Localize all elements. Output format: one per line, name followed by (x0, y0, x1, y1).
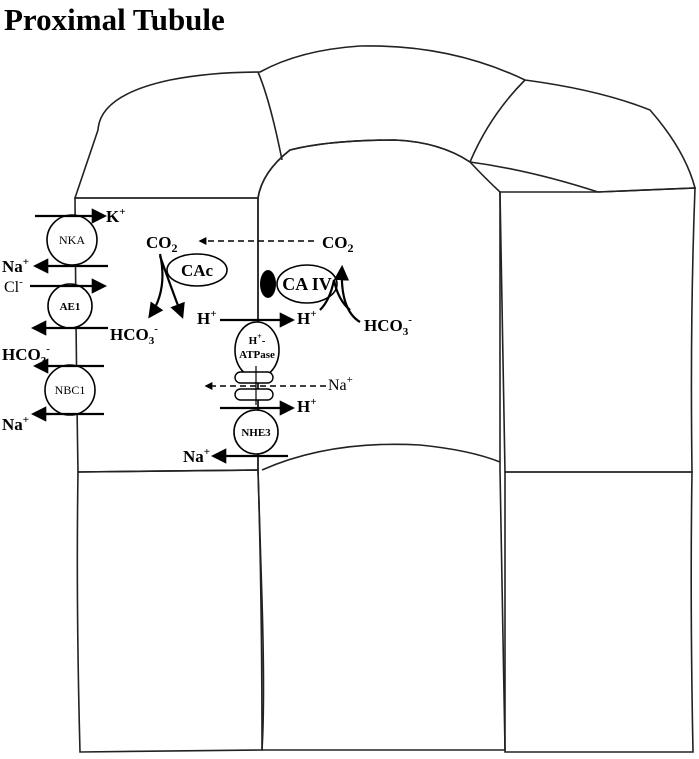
lumen-inner-fold (261, 443, 501, 471)
top-segment-line-1 (257, 71, 283, 161)
right-cell-upper (499, 187, 696, 473)
cl-label: Cl- (4, 276, 23, 296)
nka-transporter: NKA (46, 214, 98, 266)
hco3-label-intracellular: HCO3- (110, 323, 158, 347)
hco3-label-basolateral: HCO3- (2, 343, 50, 367)
co2-label-intracellular: CO2 (146, 233, 178, 255)
top-segment-line-2 (469, 79, 526, 163)
h-label-intracellular: H+ (197, 308, 217, 328)
h-atpase-transporter: H+- ATPase (234, 321, 280, 379)
tubule-top-surface (73, 45, 697, 199)
nbc1-label: NBC1 (55, 383, 86, 397)
k-label: K+ (106, 206, 126, 226)
ae1-label: AE1 (60, 301, 81, 313)
na-label-nbc1: Na+ (2, 414, 29, 434)
nka-label: NKA (59, 233, 85, 247)
ca-iv-label: CA IV (282, 274, 332, 294)
cac-label: CAc (181, 261, 214, 280)
h-label-lumen-1: H+ (297, 308, 317, 328)
nbc1-transporter: NBC1 (44, 364, 96, 416)
diagram-title: Proximal Tubule (4, 2, 225, 37)
na-label-nka: Na+ (2, 256, 29, 276)
ca-iv-anchor (260, 270, 276, 298)
h-label-lumen-2: H+ (297, 396, 317, 416)
right-cell-lower (504, 471, 694, 753)
nhe3-transporter: NHE3 (233, 409, 279, 455)
cac-enzyme (166, 253, 228, 287)
na-label-lumen-channel: Na+ (328, 374, 353, 394)
h-atpase-label-2: ATPase (239, 349, 275, 361)
h-atpase-label-1: H+- (249, 332, 266, 347)
ae1-transporter: AE1 (47, 283, 93, 329)
nhe3-label: NHE3 (241, 427, 271, 439)
ca-iv-enzyme (276, 264, 338, 304)
hco3-label-lumen: HCO3- (364, 314, 412, 338)
cac-reaction-arrow-2 (158, 255, 185, 319)
na-channel-lower (234, 388, 274, 401)
na-label-nhe3: Na+ (183, 446, 210, 466)
cac-reaction-arrow (148, 253, 164, 319)
co2-label-lumen: CO2 (322, 233, 354, 255)
ca-iv-hco3-arrow (333, 264, 361, 323)
tubule-lumen (257, 139, 506, 751)
na-channel-upper (234, 371, 274, 384)
left-cell-lower (76, 469, 263, 753)
